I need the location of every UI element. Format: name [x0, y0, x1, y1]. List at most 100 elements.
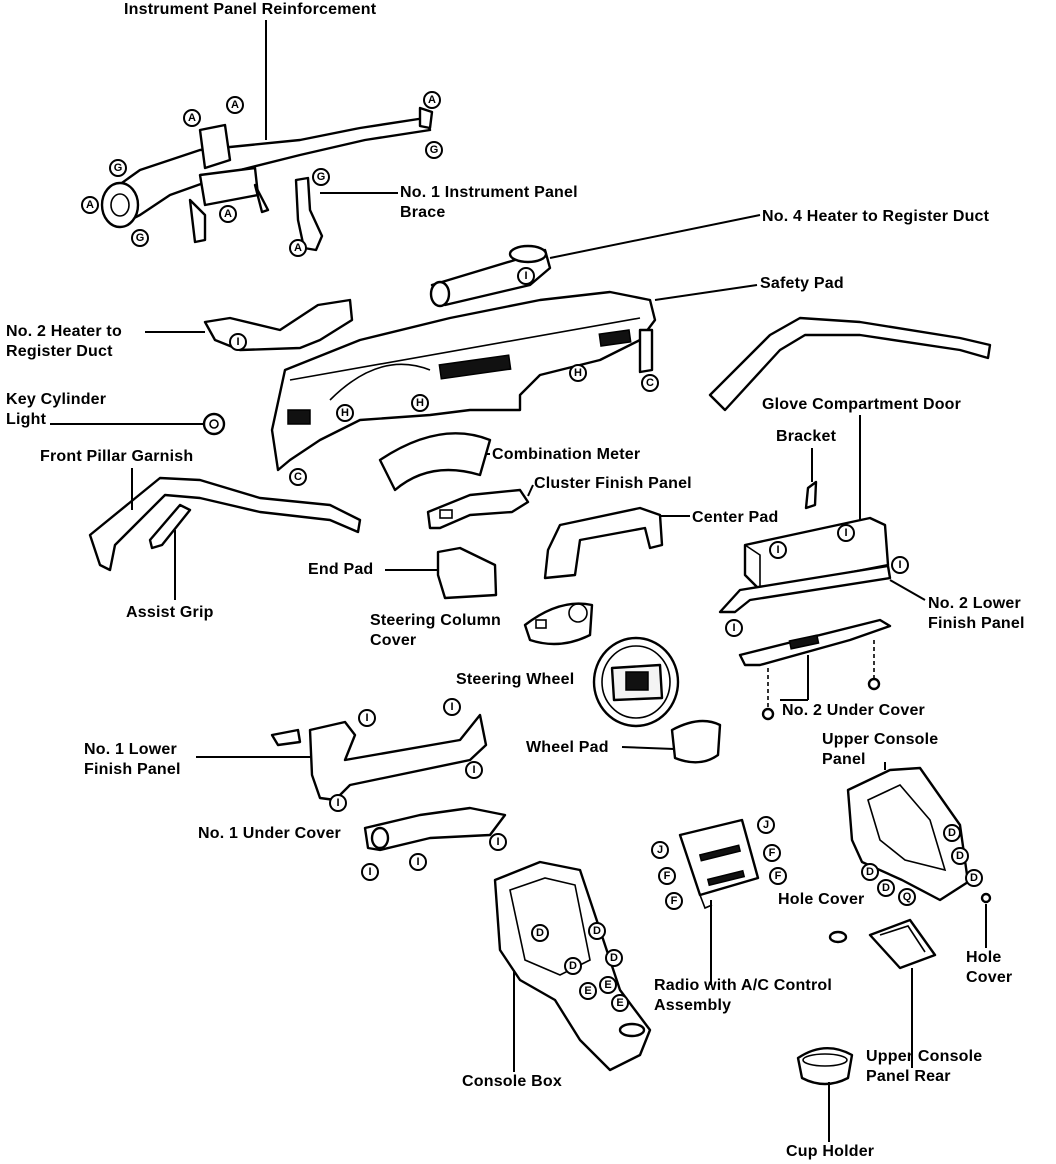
marker-g: G [312, 168, 330, 186]
label-hole-cover-right: Hole Cover [966, 949, 1013, 986]
svg-text:D: D [970, 872, 978, 884]
label-center-pad: Center Pad [692, 509, 779, 526]
svg-text:H: H [341, 407, 349, 419]
marker-i: I [725, 619, 743, 637]
svg-text:D: D [569, 960, 577, 972]
no1-instrument-panel-brace-part [294, 176, 324, 252]
no4-heater-duct-part [429, 244, 552, 308]
label-cup-holder: Cup Holder [786, 1143, 875, 1160]
marker-d: D [861, 863, 879, 881]
marker-d: D [951, 847, 969, 865]
svg-text:D: D [593, 925, 601, 937]
marker-c: C [289, 468, 307, 486]
svg-text:J: J [763, 819, 769, 831]
svg-text:D: D [948, 827, 956, 839]
svg-text:I: I [472, 764, 475, 776]
label-combination-meter: Combination Meter [492, 446, 641, 463]
svg-text:H: H [574, 367, 582, 379]
marker-a: A [423, 91, 441, 109]
svg-text:I: I [496, 836, 499, 848]
right-pillar-garnish-part [708, 316, 992, 412]
marker-i: I [465, 761, 483, 779]
radio-ac-assembly-part [678, 818, 760, 910]
svg-text:D: D [536, 927, 544, 939]
marker-i: I [489, 833, 507, 851]
marker-i: I [443, 698, 461, 716]
marker-a: A [226, 96, 244, 114]
svg-text:I: I [732, 622, 735, 634]
label-key-cylinder-light: Key Cylinder Light [6, 391, 107, 428]
svg-text:C: C [646, 377, 654, 389]
svg-text:A: A [294, 242, 302, 254]
svg-text:G: G [136, 232, 145, 244]
front-pillar-garnish-part [88, 476, 362, 572]
svg-text:A: A [428, 94, 436, 106]
svg-text:I: I [844, 527, 847, 539]
marker-h: H [336, 404, 354, 422]
wheel-pad-part [670, 719, 722, 764]
marker-a: A [81, 196, 99, 214]
svg-text:G: G [317, 171, 326, 183]
svg-text:D: D [956, 850, 964, 862]
instrument-panel-reinforcement-part [100, 106, 434, 244]
svg-text:A: A [231, 99, 239, 111]
svg-text:C: C [294, 471, 302, 483]
svg-text:D: D [610, 952, 618, 964]
marker-c: C [641, 374, 659, 392]
end-pad-part [436, 546, 498, 600]
label-assist-grip: Assist Grip [126, 604, 214, 621]
key-cylinder-light-part [202, 412, 226, 436]
bracket-part [804, 480, 818, 510]
label-bracket: Bracket [776, 428, 837, 445]
cup-holder-part [796, 1047, 854, 1086]
marker-d: D [531, 924, 549, 942]
marker-a: A [183, 109, 201, 127]
no2-heater-duct-part [203, 298, 354, 352]
marker-f: F [769, 867, 787, 885]
marker-j: J [757, 816, 775, 834]
svg-text:D: D [866, 866, 874, 878]
marker-d: D [605, 949, 623, 967]
label-no1-lower-finish-panel: No. 1 Lower Finish Panel [84, 741, 181, 778]
marker-e: E [611, 994, 629, 1012]
marker-i: I [409, 853, 427, 871]
marker-q: Q [898, 888, 916, 906]
hole-cover-part [828, 892, 992, 944]
label-front-pillar-garnish: Front Pillar Garnish [40, 448, 194, 465]
marker-f: F [658, 867, 676, 885]
marker-g: G [425, 141, 443, 159]
steering-wheel-part [592, 636, 680, 728]
marker-a: A [219, 205, 237, 223]
label-radio-ac-control-assembly: Radio with A/C Control Assembly [654, 977, 833, 1014]
svg-text:E: E [584, 985, 591, 997]
label-no1-under-cover: No. 1 Under Cover [198, 825, 341, 842]
upper-console-panel-part [846, 766, 970, 902]
marker-i: I [891, 556, 909, 574]
marker-h: H [411, 394, 429, 412]
svg-text:I: I [416, 856, 419, 868]
no2-lower-finish-panel-part [718, 564, 892, 614]
label-steering-column-cover: Steering Column Cover [370, 612, 502, 649]
marker-i: I [769, 541, 787, 559]
label-safety-pad: Safety Pad [760, 275, 844, 292]
combination-meter-part [378, 432, 492, 492]
marker-g: G [131, 229, 149, 247]
svg-text:F: F [671, 895, 678, 907]
label-wheel-pad: Wheel Pad [526, 739, 609, 756]
no2-under-cover-part [738, 618, 892, 667]
svg-text:I: I [450, 701, 453, 713]
svg-text:I: I [365, 712, 368, 724]
svg-text:A: A [188, 112, 196, 124]
label-hole-cover: Hole Cover [778, 891, 865, 908]
cluster-finish-panel-part [426, 488, 530, 530]
assist-grip-part [148, 503, 192, 550]
marker-h: H [569, 364, 587, 382]
marker-g: G [109, 159, 127, 177]
no1-under-cover-part [363, 806, 507, 852]
marker-a: A [289, 239, 307, 257]
marker-d: D [965, 869, 983, 887]
svg-text:H: H [416, 397, 424, 409]
marker-d: D [943, 824, 961, 842]
svg-text:I: I [776, 544, 779, 556]
